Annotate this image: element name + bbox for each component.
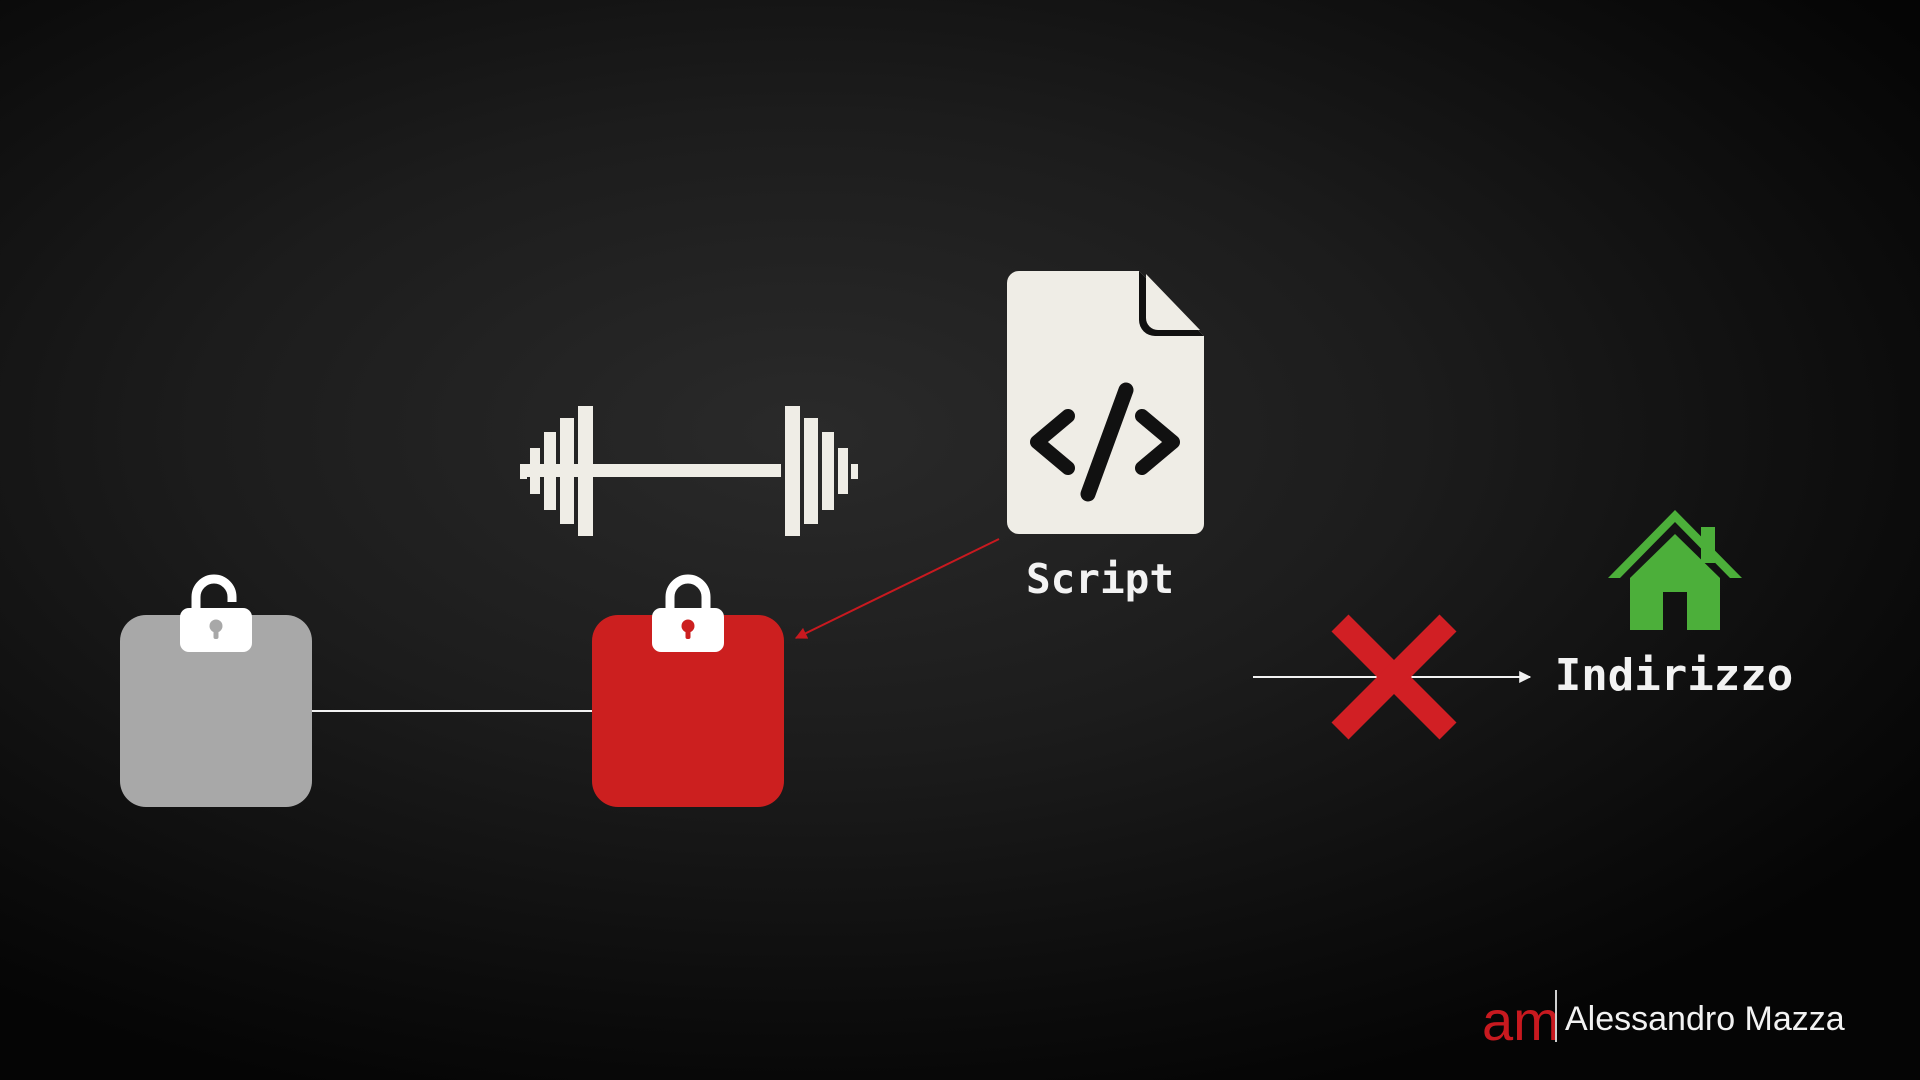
author-name: Alessandro Mazza xyxy=(1565,1000,1845,1038)
unlocked-block-body xyxy=(120,615,312,807)
house-door xyxy=(1663,592,1687,630)
locked-block-body xyxy=(592,615,784,807)
red-x-icon xyxy=(1331,614,1457,740)
address-label: Indirizzo xyxy=(1555,650,1793,701)
house-icon xyxy=(1608,510,1742,630)
logo-monogram: am xyxy=(1482,989,1560,1052)
unlocked-block xyxy=(120,574,312,807)
barbell-icon xyxy=(520,406,858,536)
closed-padlock-icon xyxy=(652,574,724,652)
code-file-icon xyxy=(1007,271,1204,534)
author-logo: am Alessandro Mazza xyxy=(1482,989,1845,1052)
script-label: Script xyxy=(1026,555,1174,603)
locked-block xyxy=(592,574,784,807)
script-to-block-arrow xyxy=(794,538,1000,639)
open-padlock-icon xyxy=(180,574,252,652)
